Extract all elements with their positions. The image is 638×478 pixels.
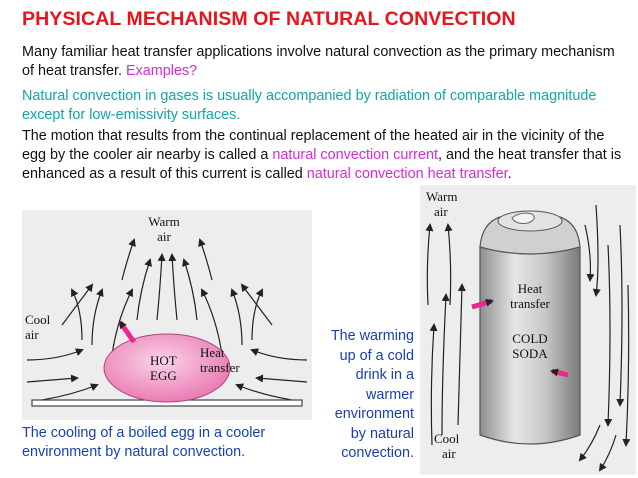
egg-heat-arrow bbox=[117, 320, 137, 344]
intro-text: Many familiar heat transfer applications… bbox=[22, 44, 615, 79]
can-caption: The warming up of a cold drink in a warm… bbox=[330, 328, 414, 461]
intro-paragraph: Many familiar heat transfer applications… bbox=[22, 43, 622, 81]
convection-text-b: , and the heat transfer that is enhanced… bbox=[22, 147, 622, 182]
egg-caption: The cooling of a boiled egg in a cooler … bbox=[22, 425, 266, 460]
hot-egg-shape bbox=[103, 333, 231, 403]
egg-airflow-arrows bbox=[26, 238, 308, 401]
page-title: PHYSICAL MECHANISM OF NATURAL CONVECTION bbox=[22, 8, 516, 30]
can-heat-arrow-right bbox=[550, 368, 569, 378]
term-convection-current: natural convection current bbox=[272, 147, 438, 163]
term-convection-heat-transfer: natural convection heat transfer bbox=[306, 166, 508, 182]
convection-paragraph: The motion that results from the continu… bbox=[22, 127, 622, 184]
convection-text-c: . bbox=[507, 166, 512, 182]
can-heat-arrow-left bbox=[471, 298, 494, 310]
examples-prompt: Examples? bbox=[126, 63, 198, 79]
soda-can-body bbox=[479, 246, 581, 445]
can-airflow-arrows bbox=[425, 204, 631, 472]
radiation-note: Natural convection in gases is usually a… bbox=[22, 88, 597, 123]
convection-text-a: The motion that results from the continu… bbox=[22, 128, 605, 163]
pull-tab-icon bbox=[511, 212, 535, 224]
